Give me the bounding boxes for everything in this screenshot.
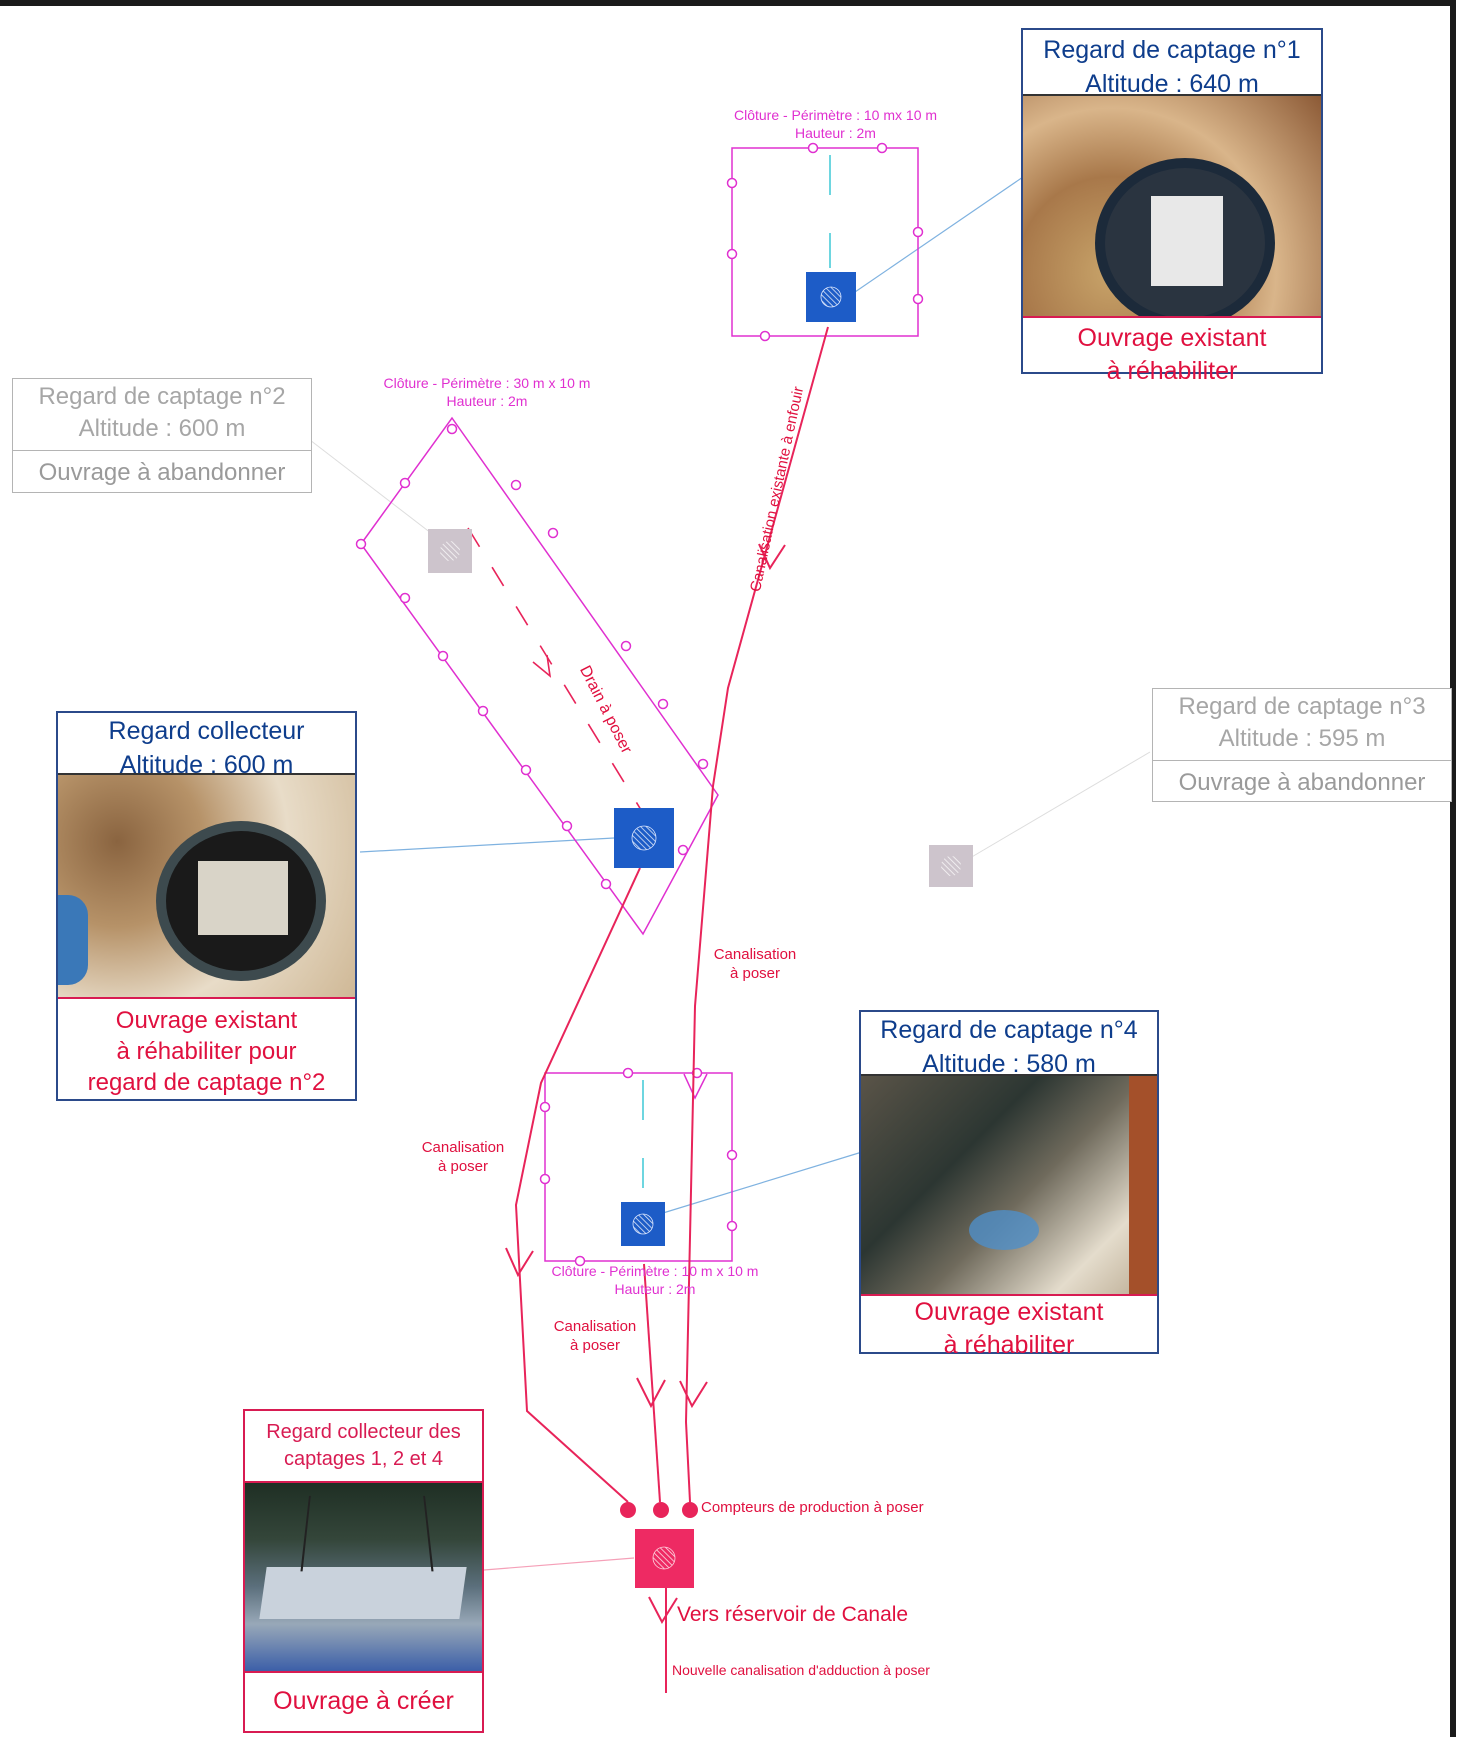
- photo-captage4: [861, 1076, 1157, 1294]
- card-collecteur: Regard collecteur Altitude : 600 m Ouvra…: [56, 711, 357, 1101]
- drain-line: [467, 527, 647, 819]
- card-captage3-status: Ouvrage à abandonner: [1153, 759, 1451, 798]
- person-arm-photo: [58, 895, 88, 985]
- card-captage3-altitude: Altitude : 595 m: [1218, 725, 1386, 753]
- crane-cables-photo: [300, 1495, 434, 1572]
- card-captage3-title: Regard de captage n°3: [1178, 693, 1426, 720]
- fence-perimeter-1: [726, 142, 924, 342]
- flow-meter-dot-icon: [682, 1502, 698, 1518]
- manhole-captage3-icon: [929, 845, 973, 887]
- leader-captage2: [309, 439, 441, 541]
- meters-label: Compteurs de production à poser: [701, 1499, 924, 1516]
- card-captage3: Regard de captage n°3 Altitude : 595 m O…: [1152, 688, 1452, 802]
- card-captage1-header: Regard de captage n°1 Altitude : 640 m: [1023, 30, 1321, 98]
- wall-edge-photo: [1129, 1076, 1157, 1294]
- pipe-interior: [198, 861, 288, 935]
- leader-captage4: [662, 1151, 863, 1214]
- card-captage1-status: Ouvrage existant à réhabiliter: [1077, 324, 1267, 385]
- leader-captage3: [969, 751, 1151, 859]
- leader-new-collecteur: [483, 1557, 635, 1571]
- pipe-network: [514, 326, 829, 1693]
- concrete-block-photo: [259, 1567, 467, 1619]
- card-new-collecteur-title-2: captages 1, 2 et 4: [283, 1448, 443, 1470]
- card-collecteur-altitude: Altitude : 600 m: [119, 750, 294, 779]
- pipe-to-meter-3: [685, 1421, 691, 1503]
- manhole-captage1-icon: [806, 272, 856, 322]
- photo-new-collecteur: [245, 1483, 482, 1671]
- card-captage1-altitude: Altitude : 640 m: [1085, 69, 1259, 98]
- leader-captage1: [854, 176, 1024, 293]
- card-new-collecteur-status: Ouvrage à créer: [273, 1687, 454, 1715]
- manhole-collecteur-icon: [614, 808, 674, 868]
- card-captage4: Regard de captage n°4 Altitude : 580 m O…: [859, 1010, 1159, 1359]
- card-new-collecteur: Regard collecteur des captages 1, 2 et 4…: [243, 1409, 484, 1733]
- card-new-collecteur-title-1: Regard collecteur des: [266, 1421, 461, 1443]
- existing-pipe-captage1: [685, 326, 829, 1423]
- card-captage2: Regard de captage n°2 Altitude : 600 m O…: [12, 378, 312, 493]
- pipe-collecteur: [514, 867, 641, 1503]
- flow-meter-dot-icon: [620, 1502, 636, 1518]
- to-reservoir-label: Vers réservoir de Canale: [677, 1603, 909, 1626]
- manhole-interior: [1151, 196, 1223, 286]
- card-collecteur-status: Ouvrage existant à réhabiliter pour rega…: [87, 1007, 326, 1097]
- fence-perimeter-4: [539, 1067, 738, 1267]
- leader-collecteur: [359, 837, 615, 853]
- photo-collecteur: [58, 775, 355, 997]
- fence-perimeter-2: [355, 416, 719, 936]
- manhole-captage4-icon: [621, 1202, 665, 1246]
- card-captage2-altitude: Altitude : 600 m: [78, 415, 246, 443]
- drain-arrow: [532, 654, 552, 678]
- photo-captage1: [1023, 96, 1321, 316]
- new-adduction-label: Nouvelle canalisation d'adduction à pose…: [672, 1662, 930, 1678]
- card-collecteur-title: Regard collecteur: [108, 717, 305, 745]
- card-captage1-title: Regard de captage n°1: [1043, 36, 1301, 64]
- card-captage4-altitude: Altitude : 580 m: [922, 1049, 1096, 1078]
- pipe-captage4: [643, 1263, 661, 1503]
- water-reflection-photo: [969, 1210, 1039, 1250]
- card-captage2-title: Regard de captage n°2: [38, 383, 286, 410]
- card-captage4-status: Ouvrage existant à réhabiliter: [914, 1298, 1104, 1359]
- manhole-new-collecteur-icon: [635, 1529, 694, 1588]
- card-captage4-title: Regard de captage n°4: [880, 1016, 1138, 1044]
- card-captage2-status: Ouvrage à abandonner: [13, 449, 311, 488]
- production-meters: [620, 1502, 698, 1518]
- flow-meter-dot-icon: [653, 1502, 669, 1518]
- manhole-captage2-icon: [428, 529, 472, 573]
- flow-arrows: [505, 543, 786, 1625]
- card-captage1: Regard de captage n°1 Altitude : 640 m O…: [1021, 28, 1323, 385]
